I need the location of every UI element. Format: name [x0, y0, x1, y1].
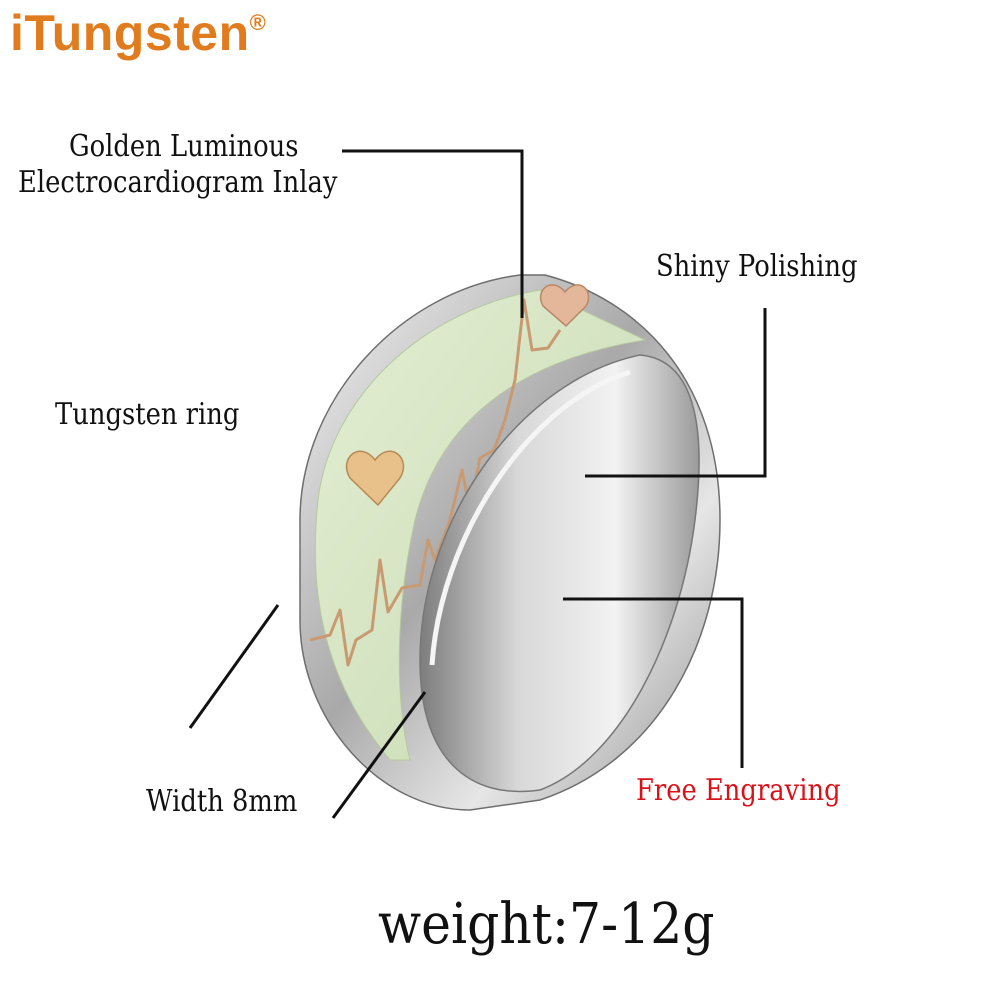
width-label: Width 8mm [146, 784, 298, 819]
luminous-inlay [314, 289, 647, 761]
polish-label: Shiny Polishing [656, 249, 858, 284]
leader-line-engraving [563, 597, 744, 768]
leader-line-inlay [342, 149, 524, 318]
heart-icon [540, 284, 590, 328]
brand-logo: iTungsten® [10, 8, 266, 58]
inlay-label-line2: Electrocardiogram Inlay [18, 165, 338, 200]
ecg-line [309, 298, 562, 667]
heart-icon [345, 450, 405, 507]
registered-mark: ® [249, 10, 267, 35]
material-label: Tungsten ring [55, 397, 240, 432]
inlay-label-line1: Golden Luminous [69, 129, 299, 164]
ring-inner-surface [419, 354, 700, 793]
leader-line-polish [585, 308, 767, 478]
weight-label: weight:7-12g [378, 892, 715, 957]
leader-line-width-left [188, 604, 280, 729]
brand-name: iTungsten [10, 5, 250, 61]
leader-line-width-right [331, 691, 427, 819]
engraving-label: Free Engraving [636, 773, 841, 808]
ring-inner-edge [429, 369, 631, 666]
